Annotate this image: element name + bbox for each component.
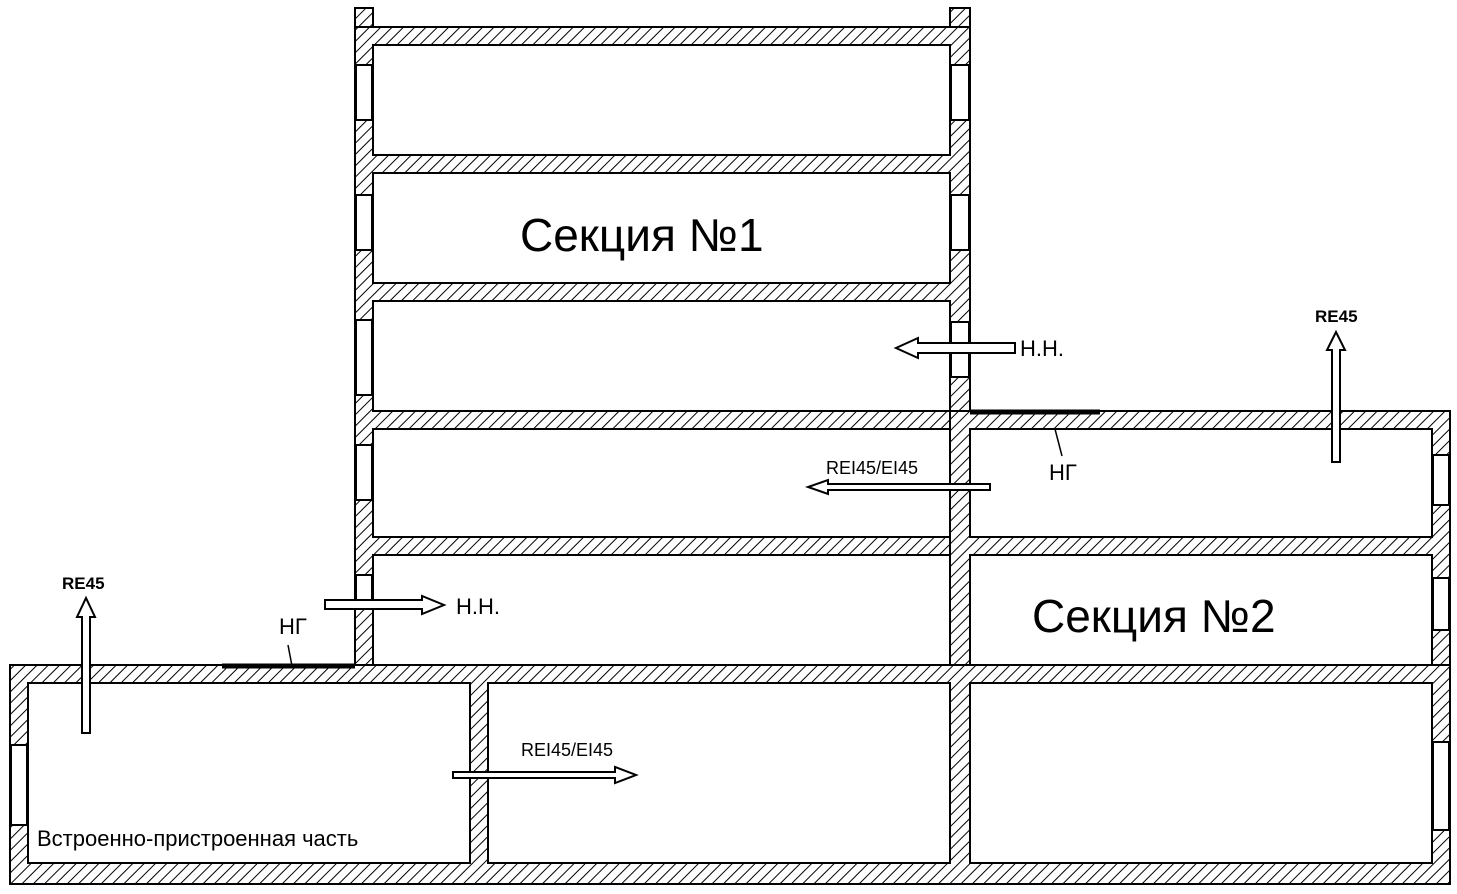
arrow-re-left: [75, 595, 97, 734]
arrow-re-right: [1325, 329, 1347, 463]
section-2-label: Секция №2: [1032, 590, 1276, 642]
arrow-nn-lower: [324, 594, 447, 616]
annex-label: Встроенно-пристроенная часть: [37, 826, 359, 851]
rei-lower-label: REI45/EI45: [521, 740, 614, 760]
arrow-nn-upper: [893, 336, 1016, 360]
arrow-rei-upper: [804, 478, 991, 496]
nn-upper-label: Н.Н.: [1020, 336, 1064, 361]
section-1-label: Секция №1: [520, 209, 764, 261]
ng-roof-lines: [222, 409, 1100, 669]
re-right-label: RE45: [1315, 307, 1358, 326]
ng-lower-label: НГ: [279, 614, 307, 639]
arrows: [75, 329, 1347, 785]
ng-upper-label: НГ: [1049, 460, 1077, 485]
nn-lower-label: Н.Н.: [456, 594, 500, 619]
arrow-rei-lower: [452, 765, 639, 785]
re-left-label: RE45: [62, 574, 105, 593]
rei-upper-label: REI45/EI45: [826, 458, 919, 478]
rooms: [27, 44, 1433, 864]
